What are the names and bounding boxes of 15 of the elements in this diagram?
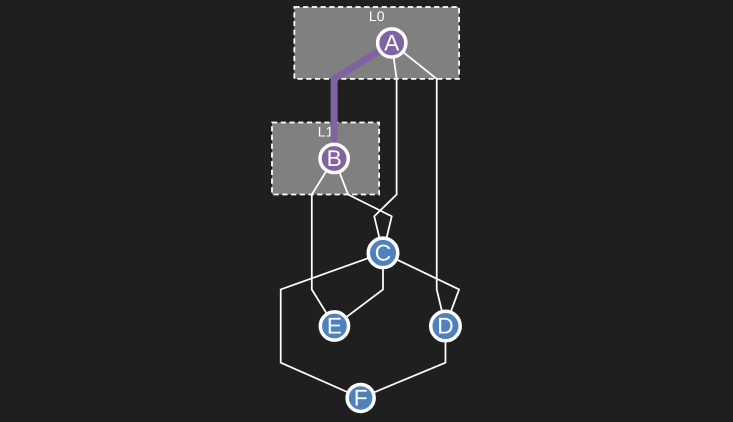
node-circle: E — [318, 310, 351, 342]
arrow — [330, 47, 382, 145]
connector — [396, 258, 461, 313]
connector — [402, 51, 444, 312]
node-circle: C — [366, 236, 400, 270]
connector — [373, 340, 447, 394]
connector — [280, 257, 370, 394]
node-circle: B — [318, 142, 350, 174]
connector — [338, 171, 394, 239]
node-circle: D — [429, 310, 462, 343]
node-circle: F — [346, 382, 376, 414]
connector — [346, 268, 384, 318]
connector — [311, 170, 328, 315]
node-circle: A — [376, 27, 408, 59]
connector — [374, 56, 398, 239]
